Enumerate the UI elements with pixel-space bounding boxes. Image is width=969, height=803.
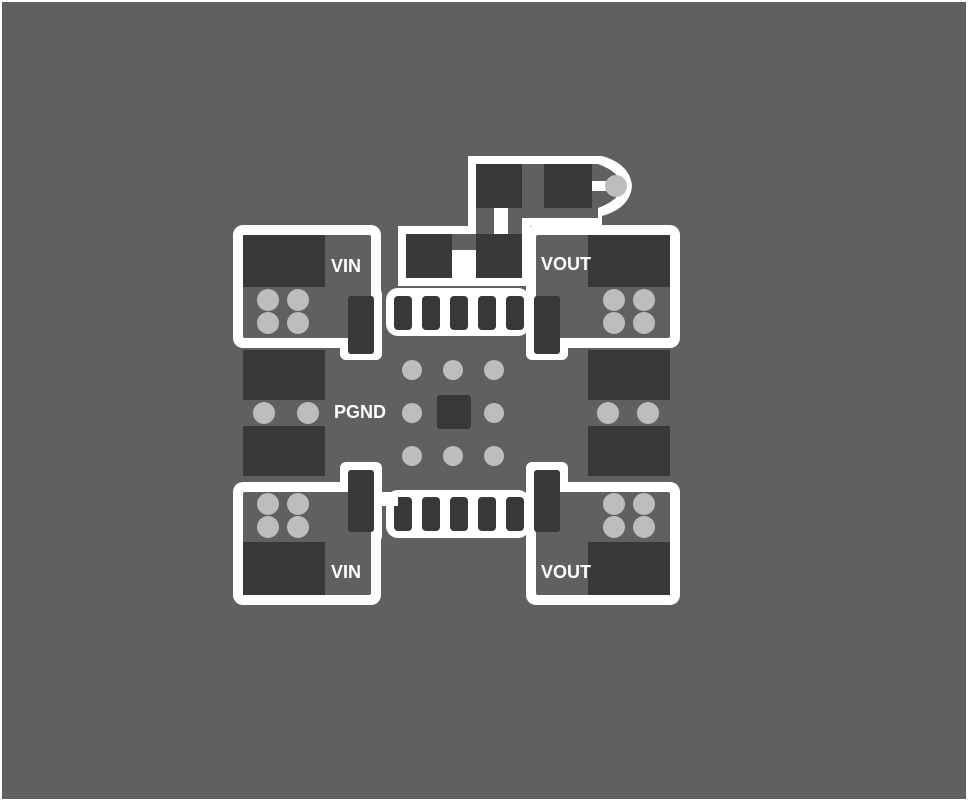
pad-pgnd-right-lower [588,426,670,476]
pad-ic-pin-bottom-1 [394,497,412,531]
pad-ic-center [437,395,471,429]
pad-pgnd-right-upper [588,350,670,400]
via-ic-6 [402,446,422,466]
via-vout-bottom-2 [633,493,655,515]
via-pgnd-left-1 [253,402,275,424]
pad-vin-bottom-cap [243,542,325,595]
pad-top-island-3 [406,234,452,278]
trace-to-via [580,181,610,191]
via-vin-top-3 [257,312,279,334]
via-pgnd-right-2 [637,402,659,424]
trace-gap [452,250,476,286]
pad-ic-tab-top-left [348,296,374,354]
via-ic-2 [443,360,463,380]
pad-top-island-2 [544,164,592,208]
pad-ic-pin-top-1 [394,296,412,330]
pad-pgnd-left-lower [243,426,325,476]
via-vout-top-3 [603,312,625,334]
pad-ic-pin-bottom-4 [478,497,496,531]
pad-ic-pin-bottom-3 [450,497,468,531]
via-vin-bottom-3 [257,516,279,538]
pad-ic-pin-top-5 [506,296,524,330]
via-vout-top-4 [633,312,655,334]
pads [243,164,670,595]
pad-ic-pin-top-4 [478,296,496,330]
pad-ic-tab-top-right [534,296,560,354]
label-vout-bottom: VOUT [541,562,591,582]
via-vout-top-1 [603,289,625,311]
via-vin-bottom-2 [287,493,309,515]
via-vin-top-4 [287,312,309,334]
via-vout-bottom-4 [633,516,655,538]
via-ic-5 [484,403,504,423]
pad-ic-tab-bottom-right [534,470,560,532]
via-ic-4 [402,403,422,423]
pad-top-island-1 [476,164,522,208]
pad-ic-pin-bottom-5 [506,497,524,531]
trace-bridge [494,200,508,240]
pad-top-island-4 [476,234,522,278]
label-vin-bottom: VIN [331,562,361,582]
label-vin-top: VIN [331,256,361,276]
via-vin-bottom-4 [287,516,309,538]
pad-ic-pin-top-3 [450,296,468,330]
via-ic-8 [484,446,504,466]
label-vout-top: VOUT [541,254,591,274]
bottom-pin-bridges [374,492,398,506]
via-vout-bottom-1 [603,493,625,515]
pad-ic-tab-bottom-left [348,470,374,532]
vias [253,175,659,538]
via-vin-top-2 [287,289,309,311]
via-pgnd-right-1 [597,402,619,424]
via-vin-bottom-1 [257,493,279,515]
via-vin-top-1 [257,289,279,311]
via-pgnd-left-2 [297,402,319,424]
pad-vin-top-cap [243,235,325,287]
via-vout-bottom-3 [603,516,625,538]
label-pgnd: PGND [334,402,386,422]
pad-vout-bottom-cap [588,542,670,595]
via-top-island [605,175,627,197]
bridge-bottom-left [374,492,398,506]
pad-vout-top-cap [588,235,670,287]
pad-ic-pin-bottom-2 [422,497,440,531]
via-ic-1 [402,360,422,380]
via-vout-top-2 [633,289,655,311]
via-ic-3 [484,360,504,380]
pad-ic-pin-top-2 [422,296,440,330]
via-ic-7 [443,446,463,466]
net-labels: VIN VOUT PGND VIN VOUT [331,254,591,582]
pad-pgnd-left-upper [243,350,325,400]
